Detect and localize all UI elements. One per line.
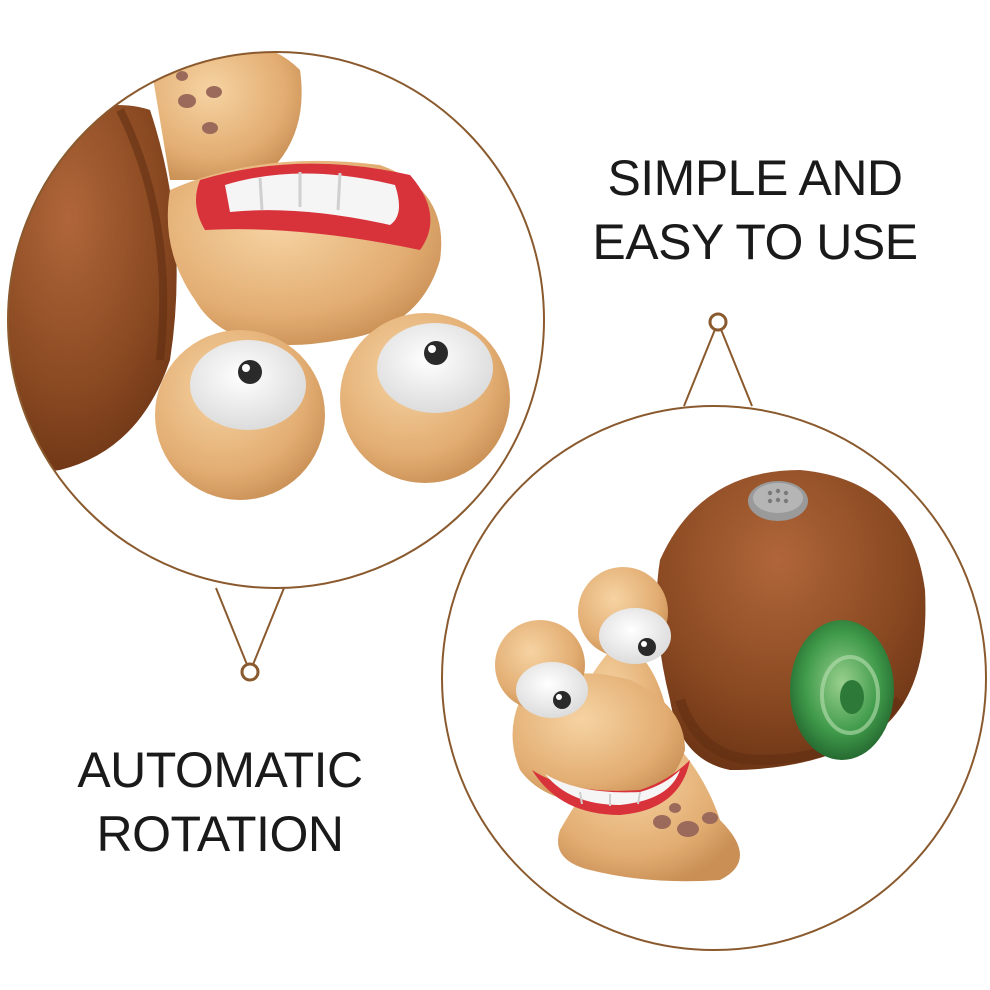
product-circle bbox=[441, 405, 987, 951]
caption-line: ROTATION bbox=[96, 806, 344, 862]
caption-line: SIMPLE AND bbox=[607, 150, 903, 206]
spots bbox=[176, 71, 222, 134]
right-eye bbox=[340, 313, 510, 483]
connector-top bbox=[683, 312, 753, 407]
spots bbox=[653, 803, 718, 837]
feature-caption-rotation: AUTOMATIC ROTATION bbox=[20, 738, 420, 866]
left-eye bbox=[495, 620, 588, 718]
caption-line: EASY TO USE bbox=[592, 214, 918, 270]
closeup-circle bbox=[7, 51, 545, 589]
wheel-icon bbox=[790, 620, 894, 760]
left-eye bbox=[155, 330, 325, 500]
feature-caption-simple: SIMPLE AND EASY TO USE bbox=[560, 146, 950, 274]
right-eye bbox=[578, 567, 671, 664]
caption-line: AUTOMATIC bbox=[77, 742, 363, 798]
speaker-icon bbox=[748, 481, 808, 521]
connector-bottom bbox=[215, 587, 285, 682]
